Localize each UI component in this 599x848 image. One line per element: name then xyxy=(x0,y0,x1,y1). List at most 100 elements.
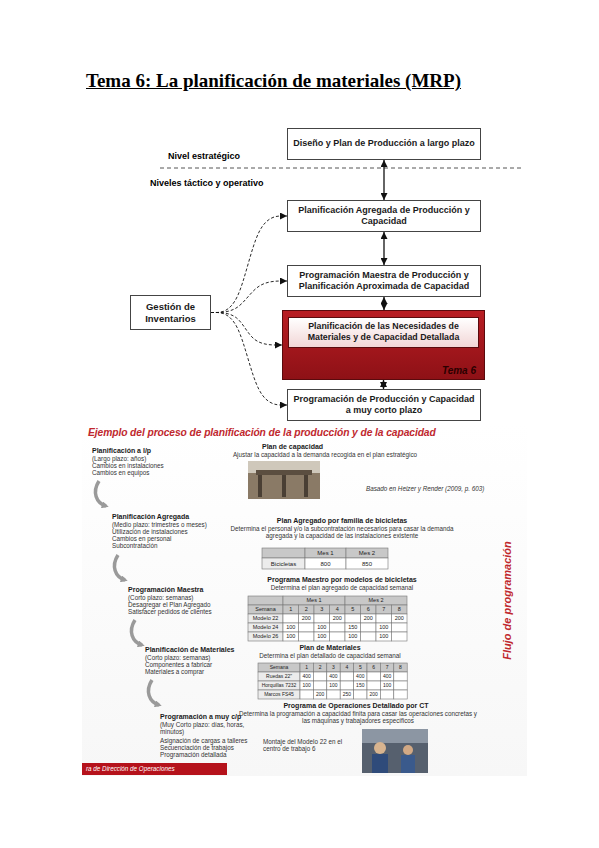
box-text: Programación de Producción y Capacidad a… xyxy=(291,394,477,417)
table-cell-text: 6 xyxy=(361,605,377,614)
table-cell-text: 250 xyxy=(340,690,353,699)
double-arrow xyxy=(383,160,384,200)
slide-text: Subcontratación xyxy=(112,542,232,549)
table-cell-text: Marcos FS45 xyxy=(258,690,300,699)
slide-text: (Corto plazo: semanas) xyxy=(128,594,238,601)
table-cell-text: 400 xyxy=(354,672,367,681)
slide-text: Cambios en instalaciones xyxy=(92,462,202,469)
table-cell-text: 100 xyxy=(300,681,313,690)
dashed-arrow xyxy=(211,216,287,313)
table-cell-text: Horquillas 7232 xyxy=(258,681,300,690)
process-box: Diseño y Plan de Producción a largo plaz… xyxy=(287,128,481,160)
slide-text: Determina el personal y/o la subcontrata… xyxy=(222,525,462,540)
table-cell-text: 850 xyxy=(346,558,388,569)
table-cell-text: 7 xyxy=(376,605,392,614)
box-text: Diseño y Plan de Producción a largo plaz… xyxy=(293,138,475,149)
slide-text: Ajustar la capacidad a la demanda recogi… xyxy=(205,451,445,458)
slide-text: Planificación a l/p xyxy=(92,447,202,455)
table-cell-text: 100 xyxy=(314,623,330,632)
table-cell-text: 100 xyxy=(314,632,330,641)
table-cell-text: 4 xyxy=(330,605,346,614)
slide-text: Planificación Agregada xyxy=(112,513,232,521)
box-text: Planificación Agregada de Producción y C… xyxy=(291,205,477,228)
table-cell-text: 200 xyxy=(313,690,326,699)
slide-text: Programación detallada xyxy=(160,751,280,758)
double-arrow xyxy=(383,380,384,389)
table-cell-text: 2 xyxy=(299,605,315,614)
process-box: Gestión de Inventarios xyxy=(130,295,211,330)
table-cell-text: Mes 1 xyxy=(305,548,346,558)
double-arrow xyxy=(383,297,384,310)
table-cell-text: 400 xyxy=(327,672,340,681)
slide-text: Determina el plan agregado de capacidad … xyxy=(240,584,444,591)
slide-text: Secuenciación de trabajos xyxy=(160,744,280,751)
table-cell-text: 200 xyxy=(392,614,408,623)
slide-text: Componentes a fabricar xyxy=(145,661,255,668)
table-cell-text: 100 xyxy=(283,632,299,641)
slide-text: Determina el plan detallado de capacidad… xyxy=(240,652,420,659)
slide-text: Satisfacer pedidos de clientes xyxy=(128,608,238,615)
table-cell-text: Mes 1 xyxy=(283,596,345,605)
table-cell-text: 150 xyxy=(354,681,367,690)
slide-text: ra de Dirección de Operaciones xyxy=(86,765,226,772)
slide-text: Cambios en equipos xyxy=(92,469,202,476)
box-tag: Tema 6 xyxy=(442,365,476,376)
slide-text: Asignación de cargas a talleres xyxy=(160,737,280,744)
table-cell-text: 800 xyxy=(305,558,346,569)
table-cell-text: 8 xyxy=(392,605,408,614)
table-cell-text: 8 xyxy=(394,663,407,672)
slide-text: (Largo plazo: años) xyxy=(92,455,202,462)
box-text: Gestión de Inventarios xyxy=(134,301,207,325)
table-cell-text: 200 xyxy=(361,614,377,623)
table-cell-text: Ruedas 22" xyxy=(258,672,300,681)
dashed-arrow xyxy=(211,281,287,313)
table-cell-text: 200 xyxy=(330,614,346,623)
slide-text: Desagregar el Plan Agregado xyxy=(128,601,238,608)
slide-text: Programa de Operaciones Detallado por CT xyxy=(266,702,446,710)
table-cell-text: 5 xyxy=(345,605,361,614)
dashed-arrow xyxy=(211,313,287,406)
process-box: Planificación Agregada de Producción y C… xyxy=(287,200,481,232)
table-cell-text: 7 xyxy=(380,663,393,672)
table-cell-text: 400 xyxy=(300,672,313,681)
slide-text: Cambios en personal xyxy=(112,535,232,542)
table-cell-text: 100 xyxy=(345,632,361,641)
process-box: Programación Maestra de Producción y Pla… xyxy=(287,265,481,297)
level-divider xyxy=(160,168,522,169)
table-cell-text: 4 xyxy=(340,663,353,672)
table-cell-text: Bicicletas xyxy=(262,558,305,569)
page-title: Tema 6: La planificación de materiales (… xyxy=(86,70,461,92)
table-cell-text: 100 xyxy=(376,632,392,641)
slide-text: Programación Maestra xyxy=(128,586,238,594)
table-cell-text: Semana xyxy=(258,663,300,672)
dashed-arrow xyxy=(211,313,282,346)
box-text: Programación Maestra de Producción y Pla… xyxy=(291,270,477,293)
table-cell-text: 5 xyxy=(354,663,367,672)
table-cell-text: 3 xyxy=(314,605,330,614)
table-cell-text: Modelo 24 xyxy=(248,623,283,632)
table-cell-text: 400 xyxy=(380,672,393,681)
slide-text: Planificación de Materiales xyxy=(145,646,255,654)
table-cell-text: 1 xyxy=(300,663,313,672)
slide-text: (Muy Corto plazo: días, horas, minutos) xyxy=(160,721,256,736)
slide-text: Nivel estratégico xyxy=(168,151,298,162)
slide-text: Niveles táctico y operativo xyxy=(150,178,320,189)
box-text: Ejemplo del proceso de planificación de … xyxy=(88,427,436,438)
table-cell-text: Modelo 22 xyxy=(248,614,283,623)
table-cell-text: Mes 2 xyxy=(346,548,388,558)
table-cell-text: 100 xyxy=(380,681,393,690)
slide-text: Materiales a comprar xyxy=(145,668,255,675)
slide-text: Flujo de programación xyxy=(501,525,514,675)
table-cell-text: 2 xyxy=(313,663,326,672)
table-cell-text: 3 xyxy=(327,663,340,672)
slide-text: Programación a muy c/p xyxy=(160,713,270,721)
table-cell-text: 1 xyxy=(283,605,299,614)
slide-text: Plan de Materiales xyxy=(250,644,410,652)
box-text: Planificación de las Necesidades de Mate… xyxy=(288,317,479,348)
table-cell-text: 150 xyxy=(345,623,361,632)
table-cell-text: Semana xyxy=(248,605,283,614)
slide-text: (Medio plazo: trimestres o meses) xyxy=(112,521,242,528)
double-arrow xyxy=(383,232,384,265)
highlighted-box: Planificación de las Necesidades de Mate… xyxy=(282,310,485,380)
